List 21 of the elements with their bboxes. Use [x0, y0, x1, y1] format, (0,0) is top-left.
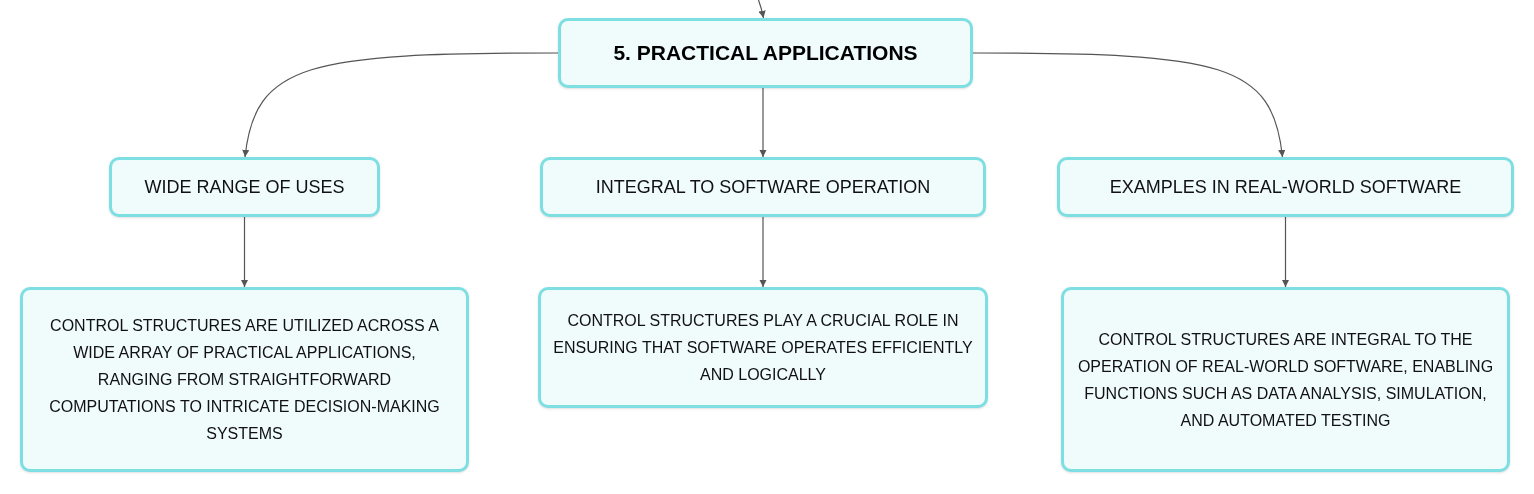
description-text: CONTROL STRUCTURES ARE UTILIZED ACROSS A WIDE ARRAY OF PRACTICAL APPLICATIONS, RANGING FROM STRAIGHTFORWARD COMPUTATIONS TO INTRICATE DECISION-MAKING SYSTEMS [48, 316, 441, 444]
subtopic-box [109, 157, 380, 217]
topic-title: 5. PRACTICAL APPLICATIONS [613, 40, 918, 67]
subtopic-label: WIDE RANGE OF USES [144, 175, 345, 199]
subtopic-box [540, 157, 986, 217]
topic-box [558, 18, 973, 88]
arrow [759, 216, 767, 288]
description-box [538, 287, 988, 408]
subtopic-box [1057, 157, 1514, 217]
description-box [20, 287, 469, 472]
subtopic-label: EXAMPLES IN REAL-WORLD SOFTWARE [1109, 175, 1462, 199]
description-box [1061, 287, 1510, 472]
description-text: CONTROL STRUCTURES PLAY A CRUCIAL ROLE IN ENSURING THAT SOFTWARE OPERATES EFFICIENTLY AND LOGICALLY [553, 311, 973, 385]
arrow [242, 52, 559, 158]
subtopic-label: INTEGRAL TO SOFTWARE OPERATION [595, 175, 931, 199]
arrow [972, 52, 1285, 158]
description-text: CONTROL STRUCTURES ARE INTEGRAL TO THE OPERATION OF REAL-WORLD SOFTWARE, ENABLING FUNCTIONS SUCH AS DATA ANALYSIS, SIMULATION, AND AUTOMATED TESTING [1076, 329, 1495, 431]
arrow [1281, 216, 1290, 288]
arrow [240, 216, 249, 288]
arrow [757, 0, 766, 19]
arrow [759, 87, 767, 158]
